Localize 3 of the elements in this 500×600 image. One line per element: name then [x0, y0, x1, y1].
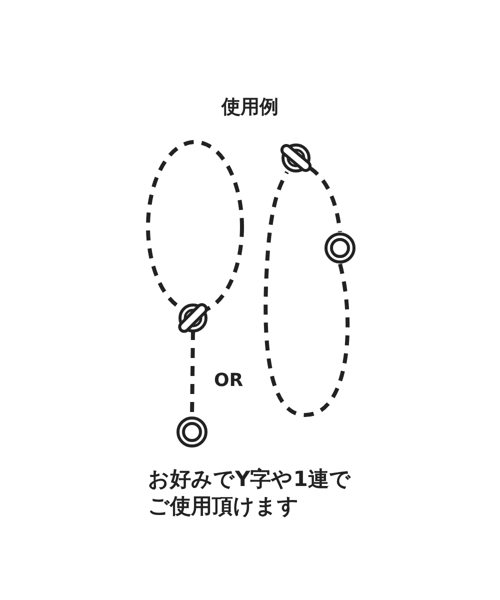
- caption: お好みでY字や1連でご使用頂けます: [148, 466, 352, 520]
- title: 使用例: [220, 95, 280, 119]
- or-label: OR: [214, 370, 244, 392]
